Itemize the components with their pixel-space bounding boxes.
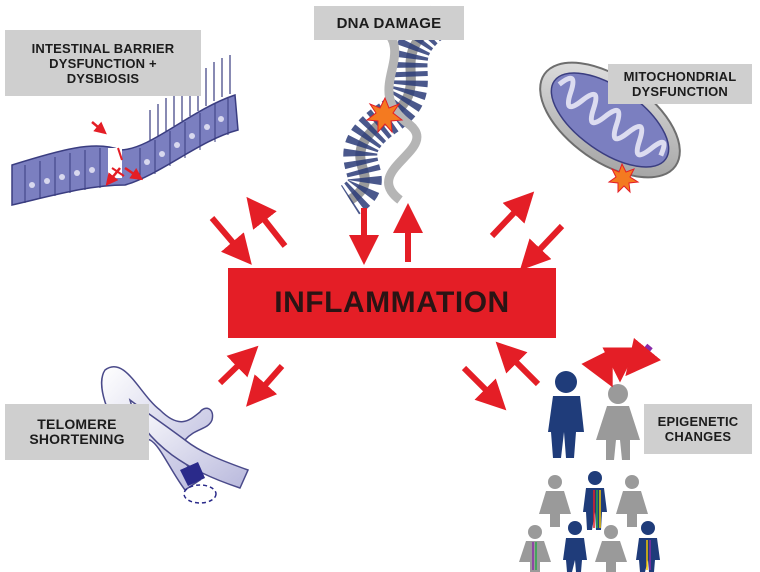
inflammation-box: INFLAMMATION	[228, 268, 556, 338]
label-dna-damage: DNA DAMAGE	[314, 6, 464, 40]
label-epigenetic-changes: EPIGENETIC CHANGES	[644, 404, 752, 454]
family-generations-icon	[519, 337, 662, 572]
inflammation-label: INFLAMMATION	[274, 286, 510, 319]
mitochondrion-icon	[539, 61, 681, 194]
label-telomere-shortening: TELOMERE SHORTENING	[5, 404, 149, 460]
label-intestinal-barrier: INTESTINAL BARRIER DYSFUNCTION + DYSBIOS…	[5, 30, 201, 96]
arrows-group	[209, 191, 565, 411]
dna-helix-icon	[340, 5, 450, 215]
label-mitochondrial-dysfunction: MITOCHONDRIAL DYSFUNCTION	[608, 64, 752, 104]
intestinal-epithelium-icon	[11, 55, 239, 206]
